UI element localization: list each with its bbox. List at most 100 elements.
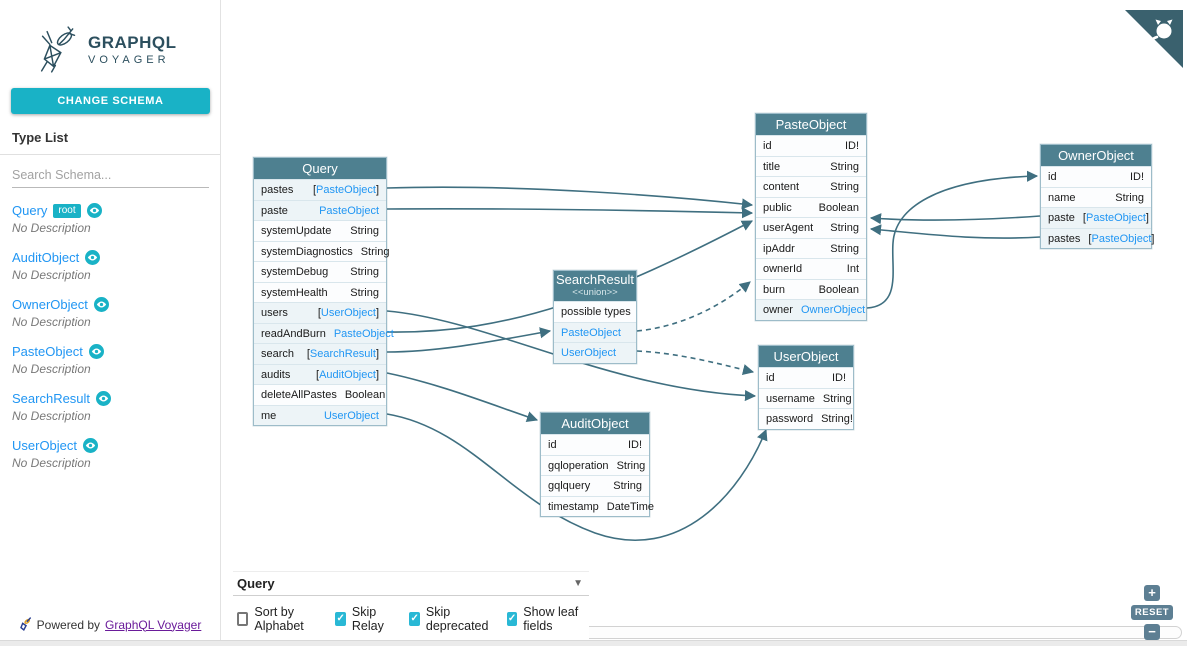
option-skip-relay[interactable]: ✓Skip Relay [335,605,396,633]
field-type-link[interactable]: [UserObject] [317,307,379,319]
type-link-query[interactable]: Query [12,203,48,218]
field-type-link[interactable]: [SearchResult] [306,348,379,360]
type-head: AuditObject [12,250,208,265]
eye-icon[interactable] [93,297,109,312]
field-type-link[interactable]: [PasteObject] [312,184,379,196]
edge-union-userobject[interactable] [636,350,755,376]
edge-paste-owner[interactable] [866,170,1039,309]
field-row-query-search[interactable]: search[SearchResult] [254,343,386,364]
edge-query-pastes[interactable] [386,186,754,210]
eye-icon[interactable] [85,250,101,265]
zoom-in-button[interactable]: + [1144,585,1160,601]
eye-icon[interactable] [83,438,99,453]
option-sort-by-alphabet[interactable]: Sort by Alphabet [237,605,322,633]
field-type-link[interactable]: [PasteObject] [1082,212,1149,224]
root-type-selector[interactable]: Query ▼ [233,572,589,596]
node-header-pasteobject[interactable]: PasteObject [756,114,866,135]
node-header-searchresult[interactable]: SearchResult<<union>> [554,271,636,301]
zoom-out-button[interactable]: − [1144,624,1160,640]
edge-union-pasteobject[interactable] [636,281,751,332]
field-type-link[interactable]: PasteObject [319,204,379,217]
field-name: password [766,413,814,425]
type-link-auditobject[interactable]: AuditObject [12,250,80,265]
field-type-link[interactable]: UserObject [323,409,379,422]
eye-icon[interactable] [88,344,104,359]
change-schema-button[interactable]: CHANGE SCHEMA [11,88,210,114]
field-row-searchresult-possible-types[interactable]: possible types [554,301,636,322]
node-header-query[interactable]: Query [254,158,386,179]
field-name: users [261,307,288,319]
field-type-link[interactable]: OwnerObject [800,304,866,316]
eye-icon[interactable] [86,203,102,218]
field-row-ownerobject-pastes[interactable]: pastes[PasteObject] [1041,227,1155,248]
field-row-query-pastes[interactable]: pastes[PasteObject] [254,179,386,200]
field-row-searchresult-userobject[interactable]: UserObject [554,342,636,363]
zoom-reset-button[interactable]: RESET [1131,605,1173,620]
field-row-query-users[interactable]: users [UserObject] [254,302,386,323]
root-type-value: Query [237,576,275,591]
node-header-auditobject[interactable]: AuditObject [541,413,649,434]
field-type-link[interactable]: [AuditObject] [316,368,379,381]
field-name: userAgent [763,222,814,234]
field-type: String [830,160,859,173]
powered-by-link[interactable]: GraphQL Voyager [105,617,202,632]
field-row-ownerobject-paste[interactable]: paste[PasteObject] [1041,207,1151,228]
edge-query-audits[interactable] [386,372,539,423]
type-link-pasteobject[interactable]: PasteObject [12,344,83,359]
edge-owner-paste[interactable] [869,213,1041,225]
node-header-userobject[interactable]: UserObject [759,346,853,367]
type-head: SearchResult [12,391,208,406]
github-octocat-icon [1146,19,1173,48]
github-corner-ribbon[interactable] [1125,10,1183,68]
type-link-ownerobject[interactable]: OwnerObject [12,297,88,312]
edge-query-search[interactable] [386,327,552,353]
eye-icon[interactable] [96,391,112,406]
field-type: ID! [1129,171,1144,183]
edge-owner-pastes[interactable] [869,224,1041,239]
type-link-userobject[interactable]: UserObject [12,438,78,453]
field-row-query-audits[interactable]: audits[AuditObject] [254,363,386,384]
field-row-searchresult-pasteobject[interactable]: PasteObject [554,321,636,342]
option-show-leaf-fields[interactable]: ✓Show leaf fields [506,605,589,633]
type-list-title: Type List [12,130,69,145]
edge-query-paste[interactable] [386,207,754,219]
node-header-ownerobject[interactable]: OwnerObject [1041,145,1151,166]
type-link-searchresult[interactable]: SearchResult [12,391,91,406]
search-input[interactable] [12,165,209,188]
option-label: Skip deprecated [425,605,489,633]
field-type-link[interactable]: [PasteObject] [1088,232,1155,245]
field-type-link[interactable]: PasteObject [333,327,394,340]
field-name: content [763,181,800,193]
option-skip-deprecated[interactable]: ✓Skip deprecated [409,605,493,633]
